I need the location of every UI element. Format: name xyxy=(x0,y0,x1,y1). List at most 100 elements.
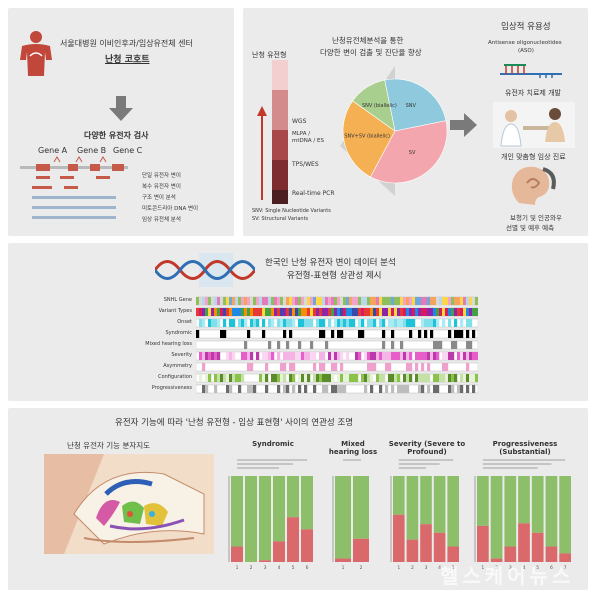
track-cell xyxy=(331,297,335,305)
track-cell xyxy=(400,385,404,393)
track-label-3: Onset xyxy=(177,319,192,325)
track-cell xyxy=(226,308,230,316)
track-cell xyxy=(385,352,389,360)
function-title: 유전자 기능에 따라 '난청 유전형 - 임상 표현형' 사이의 연관성 조명 xyxy=(115,418,354,428)
track-cell xyxy=(364,308,368,316)
track-cell xyxy=(202,319,206,327)
track-cell xyxy=(409,363,413,371)
bar-tick-label: 2 xyxy=(411,565,414,571)
bar-positive xyxy=(231,546,243,562)
bar-tick-label: 2 xyxy=(250,565,253,571)
track-cell xyxy=(451,374,455,382)
pie-title-line1: 난청유전체분석을 통한 xyxy=(332,36,404,45)
track-cell xyxy=(217,319,221,327)
track-cell xyxy=(259,374,263,382)
track-label-2: Variant Types xyxy=(158,308,192,314)
track-cell xyxy=(214,319,218,327)
gene-b-label: Gene B xyxy=(77,146,107,155)
track-cell xyxy=(436,352,440,360)
track-cell xyxy=(460,385,464,393)
track-cell xyxy=(280,363,284,371)
track-cell xyxy=(283,385,287,393)
track-cell xyxy=(328,352,332,360)
track-cell xyxy=(358,319,362,327)
track-cell xyxy=(346,319,350,327)
track-cell xyxy=(214,385,218,393)
bar-negative xyxy=(433,476,446,533)
track-cell xyxy=(472,352,476,360)
track-label-9: Progressiveness xyxy=(151,385,192,391)
bar-positive xyxy=(406,539,419,562)
watermark: 헬스케어뉴스 xyxy=(440,564,575,588)
track-cell xyxy=(226,374,230,382)
hearing-aid-icon xyxy=(511,166,556,205)
track-cell xyxy=(238,319,242,327)
track-cell xyxy=(388,352,392,360)
track-cell xyxy=(457,385,461,393)
track-label-6: Severity xyxy=(171,352,192,358)
bar-negative xyxy=(287,476,299,518)
track-cell xyxy=(415,363,419,371)
track-cell xyxy=(466,352,470,360)
track-cell xyxy=(328,308,332,316)
track-cell xyxy=(391,374,395,382)
bar-tick-label: 1 xyxy=(481,565,484,571)
track-cell xyxy=(451,341,455,349)
track-cell xyxy=(202,385,206,393)
track-cell xyxy=(469,341,473,349)
track-cell xyxy=(409,319,413,327)
track-cell xyxy=(340,385,344,393)
bar-tick-label: 4 xyxy=(438,565,441,571)
track-cell xyxy=(196,330,200,338)
track-cell xyxy=(352,374,356,382)
track-cell xyxy=(316,297,320,305)
track-cell xyxy=(316,319,320,327)
track-cell xyxy=(475,297,478,305)
track-cell xyxy=(397,352,401,360)
track-cell xyxy=(277,385,281,393)
track-cell xyxy=(445,374,449,382)
test-ladder xyxy=(257,60,288,204)
track-cell xyxy=(331,352,335,360)
track-cell xyxy=(364,385,368,393)
aso-label-line1: Antisense oligonucleotides xyxy=(488,40,562,46)
track-cell xyxy=(343,297,347,305)
track-cell xyxy=(340,352,344,360)
track-cell xyxy=(268,319,272,327)
track-cell xyxy=(235,308,239,316)
track-cell xyxy=(376,297,380,305)
track-cell xyxy=(208,297,212,305)
track-cell xyxy=(211,297,215,305)
track-cell xyxy=(307,297,311,305)
track-cell xyxy=(415,352,419,360)
track-cell xyxy=(214,308,218,316)
track-cell xyxy=(244,352,248,360)
bar-negative xyxy=(518,476,530,524)
track-cell xyxy=(379,308,383,316)
track-cell xyxy=(232,297,236,305)
track-cell xyxy=(376,352,380,360)
track-cell xyxy=(220,330,224,338)
track-cell xyxy=(349,297,353,305)
track-label-7: Asymmetry xyxy=(163,363,192,369)
utility-item3-line2: 선별 및 예후 예측 xyxy=(506,224,555,232)
track-cell xyxy=(262,308,266,316)
track-cell xyxy=(325,385,329,393)
track-cell xyxy=(442,319,446,327)
bar-positive xyxy=(301,529,313,562)
track-cell xyxy=(427,363,431,371)
track-cell xyxy=(382,341,386,349)
track-cell xyxy=(328,374,332,382)
track-cell xyxy=(403,385,407,393)
track-cell xyxy=(370,352,374,360)
bar-positive xyxy=(335,558,351,562)
track-cell xyxy=(406,352,410,360)
track-cell xyxy=(343,319,347,327)
track-cell xyxy=(307,374,311,382)
track-cell xyxy=(316,374,320,382)
track-cell xyxy=(346,374,350,382)
track-label-8: Configuration xyxy=(158,374,192,380)
track-cell xyxy=(367,352,371,360)
track-cell xyxy=(322,308,326,316)
track-cell xyxy=(277,308,281,316)
